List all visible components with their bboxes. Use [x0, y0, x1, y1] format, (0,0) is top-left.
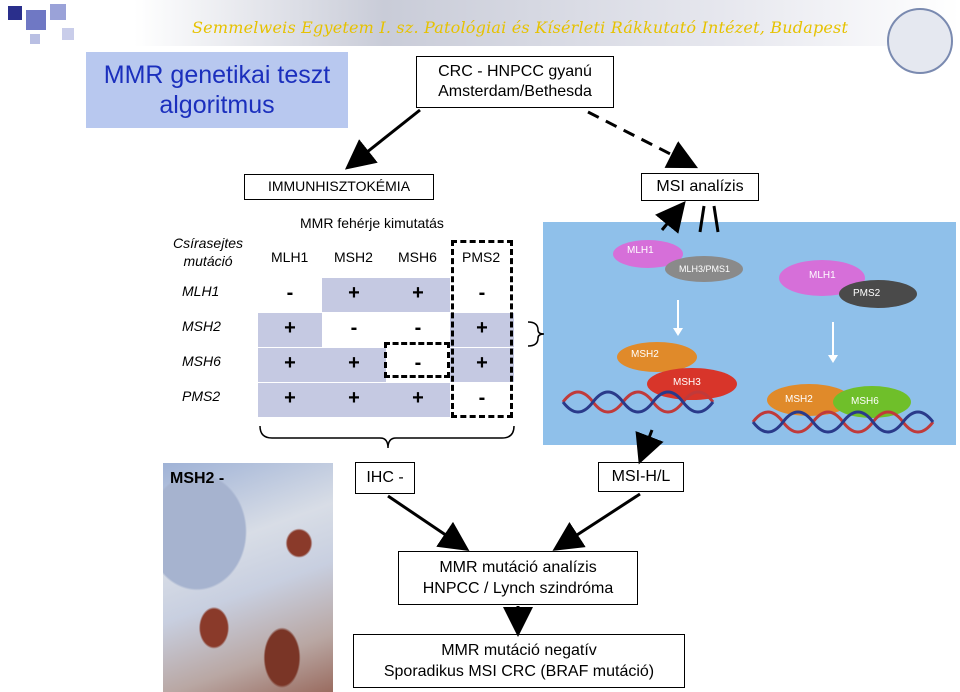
header-bar — [0, 0, 960, 46]
university-seal-icon — [887, 8, 953, 74]
protein-msh6: MSH6 — [833, 386, 911, 418]
table-cell: + — [258, 383, 322, 417]
mmr-protein-complex-illustration: MLH1 MLH3/PMS1 MSH2 MSH3 MLH1 PMS2 MSH2 … — [543, 222, 956, 445]
table-cell: - — [414, 317, 422, 339]
ihc-negative-box: IHC - — [355, 462, 415, 494]
mmr-line-1: MMR mutáció analízis — [439, 559, 597, 576]
mmr-protein-header: MMR fehérje kimutatás — [300, 215, 444, 231]
ihc-title-box: IMMUNHISZTOKÉMIA — [244, 174, 434, 200]
dashed-highlight-msh6 — [384, 342, 450, 378]
crc-line-1: CRC - HNPCC gyanú — [438, 63, 592, 80]
table-cell: - — [478, 387, 486, 409]
row-header-msh2: MSH2 — [182, 318, 221, 334]
msi-h-l-box: MSI-H/L — [598, 462, 684, 492]
table-cell: + — [322, 383, 386, 417]
table-cell: + — [450, 313, 514, 347]
table-cell: + — [386, 278, 450, 312]
table-cell: + — [322, 348, 386, 382]
germline-mutation-header: Csírasejtes mutáció — [172, 235, 244, 269]
title-line-1: MMR genetikai teszt — [103, 61, 331, 89]
protein-pms2: PMS2 — [839, 280, 917, 308]
msi-analysis-box: MSI analízis — [641, 173, 759, 201]
col-header-msh6: MSH6 — [398, 249, 437, 265]
table-cell: - — [414, 352, 422, 374]
row-header-pms2: PMS2 — [182, 388, 221, 404]
table-cell: + — [258, 313, 322, 347]
dashed-highlight-pms2 — [451, 240, 513, 418]
arrow-crc-to-msi — [587, 110, 699, 169]
msh2-negative-label: MSH2 - — [170, 470, 225, 487]
table-cell: - — [286, 282, 294, 304]
neg-line-1: MMR mutáció negatív — [441, 642, 597, 659]
arrow-crc-to-ihc — [344, 108, 421, 170]
row-header-msh6: MSH6 — [182, 353, 221, 369]
protein-mlh3-pms1: MLH3/PMS1 — [665, 256, 743, 282]
table-cell: - — [478, 282, 486, 304]
institute-header: Semmelweis Egyetem I. sz. Patológiai és … — [192, 18, 849, 37]
table-cell: + — [386, 383, 450, 417]
col-header-mlh1: MLH1 — [271, 249, 309, 265]
mmr-negative-box: MMR mutáció negatív Sporadikus MSI CRC (… — [353, 634, 685, 688]
row-header-mlh1: MLH1 — [182, 283, 220, 299]
dna-helix-icon — [561, 300, 935, 434]
protein-msh2: MSH2 — [617, 342, 697, 372]
col-header-pms2: PMS2 — [462, 249, 501, 265]
table-cell: + — [322, 278, 386, 312]
crc-hnpcc-box: CRC - HNPCC gyanú Amsterdam/Bethesda — [416, 56, 614, 108]
col-header-msh2: MSH2 — [334, 249, 373, 265]
ihc-tissue-image — [163, 463, 333, 692]
table-cell: + — [258, 348, 322, 382]
table-cell: - — [350, 317, 358, 339]
page-title: MMR genetikai teszt algoritmus — [86, 52, 348, 128]
mmr-mutation-analysis-box: MMR mutáció analízis HNPCC / Lynch szind… — [398, 551, 638, 605]
table-cell: + — [450, 348, 514, 382]
neg-line-2: Sporadikus MSI CRC (BRAF mutáció) — [383, 663, 655, 680]
mmr-line-2: HNPCC / Lynch szindróma — [422, 580, 614, 597]
title-line-2: algoritmus — [159, 91, 275, 119]
crc-line-2: Amsterdam/Bethesda — [438, 83, 592, 100]
